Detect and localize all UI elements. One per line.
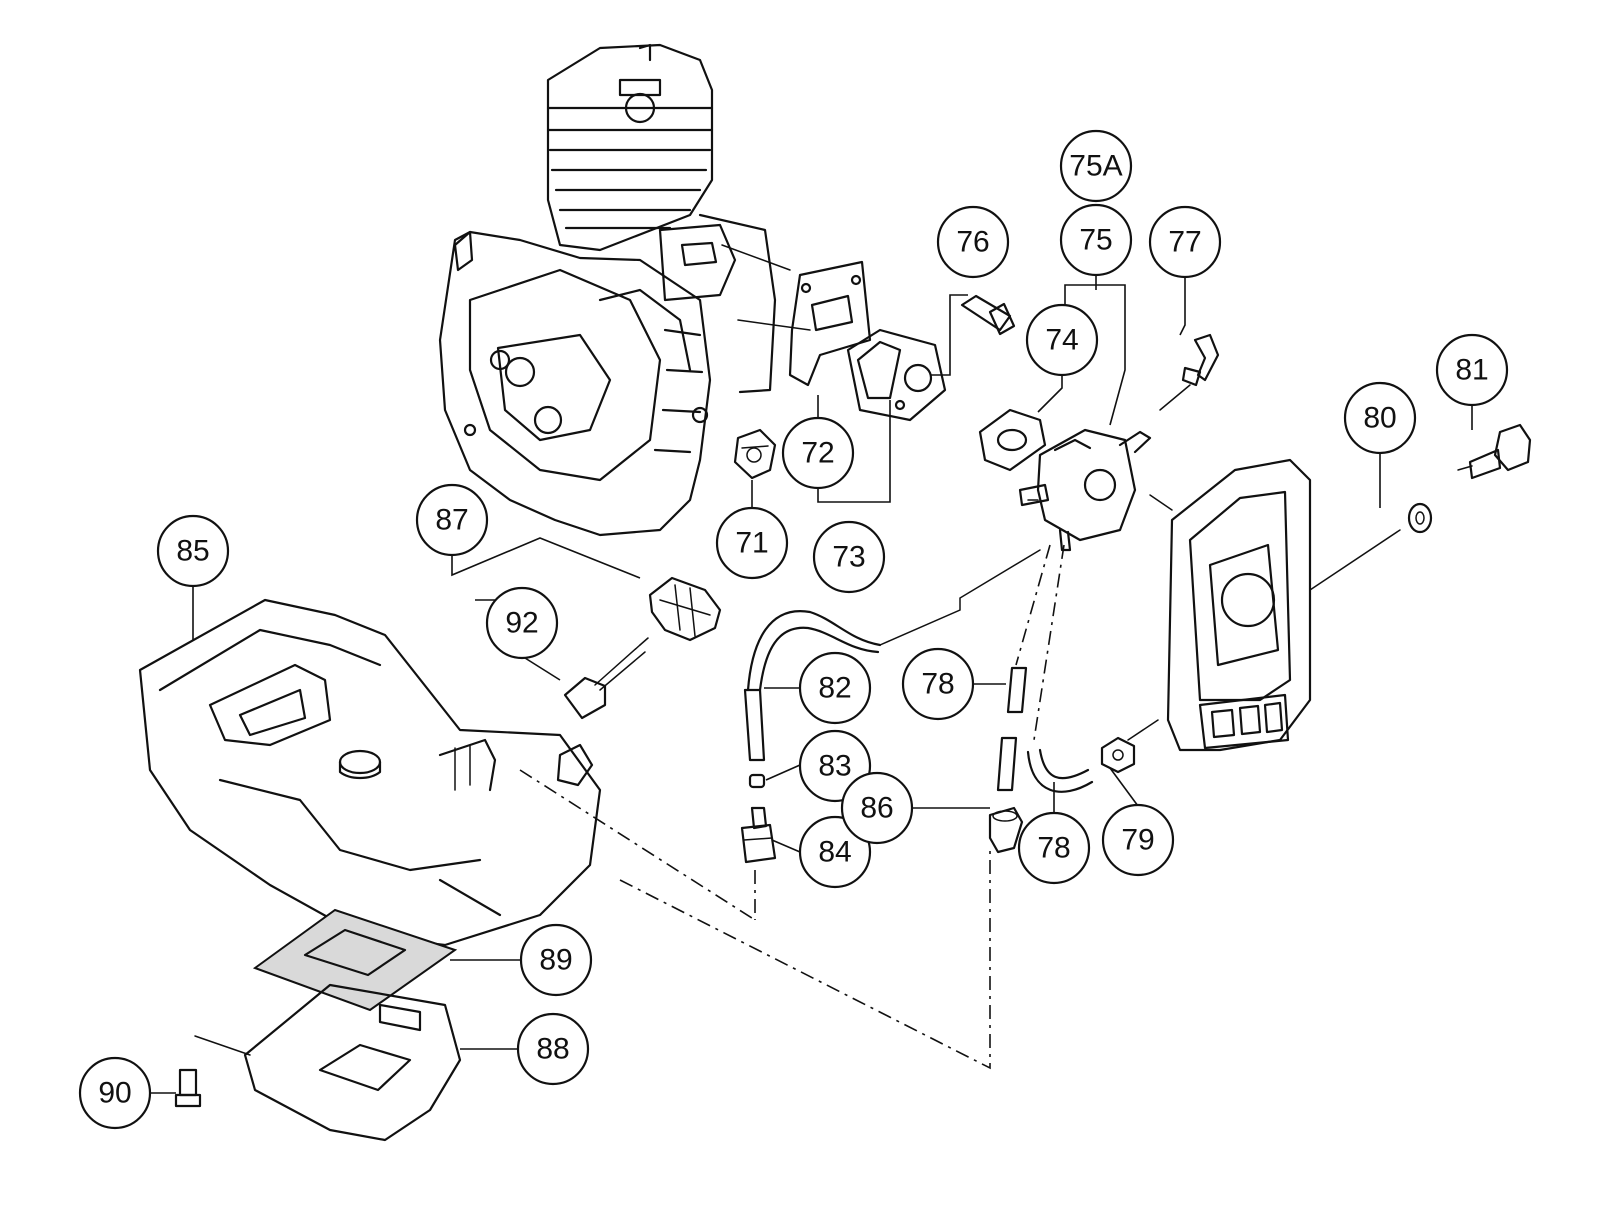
callout-leaders <box>150 274 1473 1094</box>
callout-77: 77 <box>1148 205 1222 279</box>
callout-74: 74 <box>1025 303 1099 377</box>
leader-line <box>194 1035 251 1056</box>
washer-80 <box>1407 502 1433 534</box>
fuel-filter-84 <box>740 806 777 864</box>
callout-76: 76 <box>936 205 1010 279</box>
callout-81: 81 <box>1435 333 1509 407</box>
engine-crankcase <box>438 230 712 537</box>
callout-80: 80 <box>1343 381 1417 455</box>
svg-text:88: 88 <box>536 1033 569 1066</box>
svg-text:82: 82 <box>818 672 851 705</box>
carburetor-75 <box>1018 428 1152 552</box>
leader-line <box>930 294 968 376</box>
svg-text:78: 78 <box>1037 832 1070 865</box>
callout-75: 75 <box>1059 203 1133 277</box>
callout-86: 86 <box>840 771 914 845</box>
leader-line <box>619 845 991 1070</box>
gasket-72 <box>788 260 872 387</box>
svg-text:79: 79 <box>1121 824 1154 857</box>
callout-82: 82 <box>798 651 872 725</box>
svg-text:75: 75 <box>1079 224 1112 257</box>
retainer-92 <box>563 637 649 720</box>
callout-92: 92 <box>485 586 559 660</box>
svg-text:90: 90 <box>98 1077 131 1110</box>
tube-78-lower <box>1026 748 1094 793</box>
svg-text:84: 84 <box>818 836 851 869</box>
callout-75A: 75A <box>1059 129 1133 203</box>
svg-text:85: 85 <box>176 535 209 568</box>
tube-78-upper <box>996 666 1028 792</box>
clip-77 <box>1159 333 1220 411</box>
gasket-74 <box>978 408 1047 472</box>
callout-78-upper: 78 <box>901 647 975 721</box>
nut-79 <box>1100 736 1136 774</box>
fuel-tank-85 <box>138 598 602 947</box>
part-71 <box>733 428 777 480</box>
callout-85: 85 <box>156 514 230 588</box>
callout-89: 89 <box>519 923 593 997</box>
svg-text:87: 87 <box>435 504 468 537</box>
svg-text:72: 72 <box>801 437 834 470</box>
svg-text:78: 78 <box>921 668 954 701</box>
svg-text:80: 80 <box>1363 402 1396 435</box>
svg-text:77: 77 <box>1168 226 1201 259</box>
callout-71: 71 <box>715 506 789 580</box>
leader-line <box>1015 544 1051 666</box>
leader-line <box>1127 719 1159 741</box>
cover-88 <box>243 983 462 1142</box>
knob-81 <box>1457 423 1532 480</box>
svg-text:81: 81 <box>1455 354 1488 387</box>
fuel-line-82 <box>743 549 1041 762</box>
grommet-86 <box>988 806 1024 854</box>
svg-text:73: 73 <box>832 541 865 574</box>
leader-line <box>737 319 811 331</box>
leader-line <box>721 244 791 271</box>
leader-line <box>1149 494 1173 511</box>
callout-79: 79 <box>1101 803 1175 877</box>
svg-text:74: 74 <box>1045 324 1078 357</box>
callout-87: 87 <box>415 483 489 557</box>
fitting-83 <box>748 773 766 789</box>
base-plate-89 <box>252 908 458 1012</box>
engine-cylinder <box>546 43 777 394</box>
svg-text:89: 89 <box>539 944 572 977</box>
callout-78-lower: 78 <box>1017 811 1091 885</box>
screw-90 <box>174 1068 202 1108</box>
svg-text:92: 92 <box>505 607 538 640</box>
leader-line <box>519 769 756 921</box>
bolt-76 <box>960 294 1016 336</box>
callout-72: 72 <box>781 416 855 490</box>
leader-line <box>1033 544 1065 741</box>
callout-90: 90 <box>78 1056 152 1130</box>
insulator-73 <box>846 328 947 422</box>
callout-88: 88 <box>516 1012 590 1086</box>
fuel-cap-87 <box>648 576 722 642</box>
svg-text:86: 86 <box>860 792 893 825</box>
svg-text:75A: 75A <box>1069 150 1122 183</box>
svg-text:71: 71 <box>735 527 768 560</box>
air-cleaner-base <box>1166 458 1312 752</box>
callout-73: 73 <box>812 520 886 594</box>
leader-line <box>1309 529 1401 591</box>
svg-text:83: 83 <box>818 750 851 783</box>
svg-text:76: 76 <box>956 226 989 259</box>
